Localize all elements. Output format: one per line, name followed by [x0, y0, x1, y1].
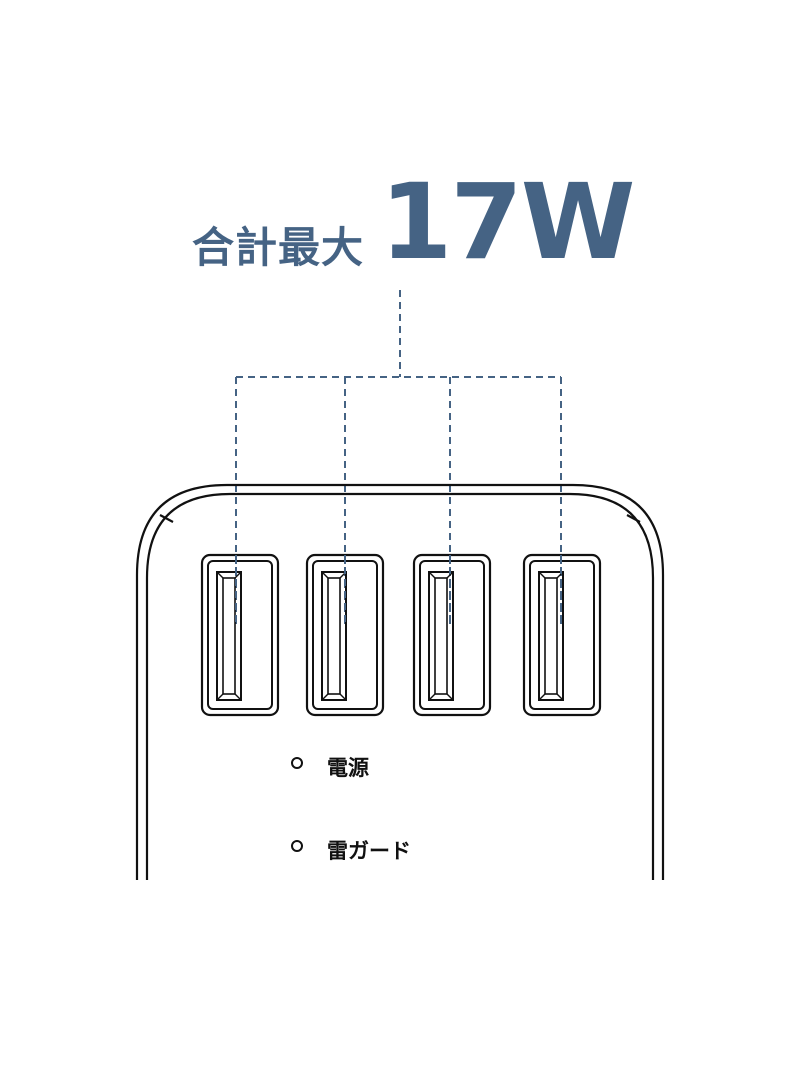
connector-overlay [235, 555, 562, 625]
device-body [135, 483, 665, 880]
usb-port-1 [200, 553, 280, 717]
connector-lines [235, 290, 562, 625]
usb-port-3 [412, 553, 492, 717]
headline: 合計最大 17W [0, 170, 800, 280]
usb-port-4 [522, 553, 602, 717]
surge-guard-led-label: 雷ガード [327, 839, 411, 863]
headline-prefix: 合計最大 [192, 223, 365, 272]
surge-guard-led-icon [291, 840, 303, 852]
headline-power-value: 17W [380, 161, 635, 283]
power-led-icon [291, 757, 303, 769]
power-led-label: 電源 [327, 756, 369, 780]
